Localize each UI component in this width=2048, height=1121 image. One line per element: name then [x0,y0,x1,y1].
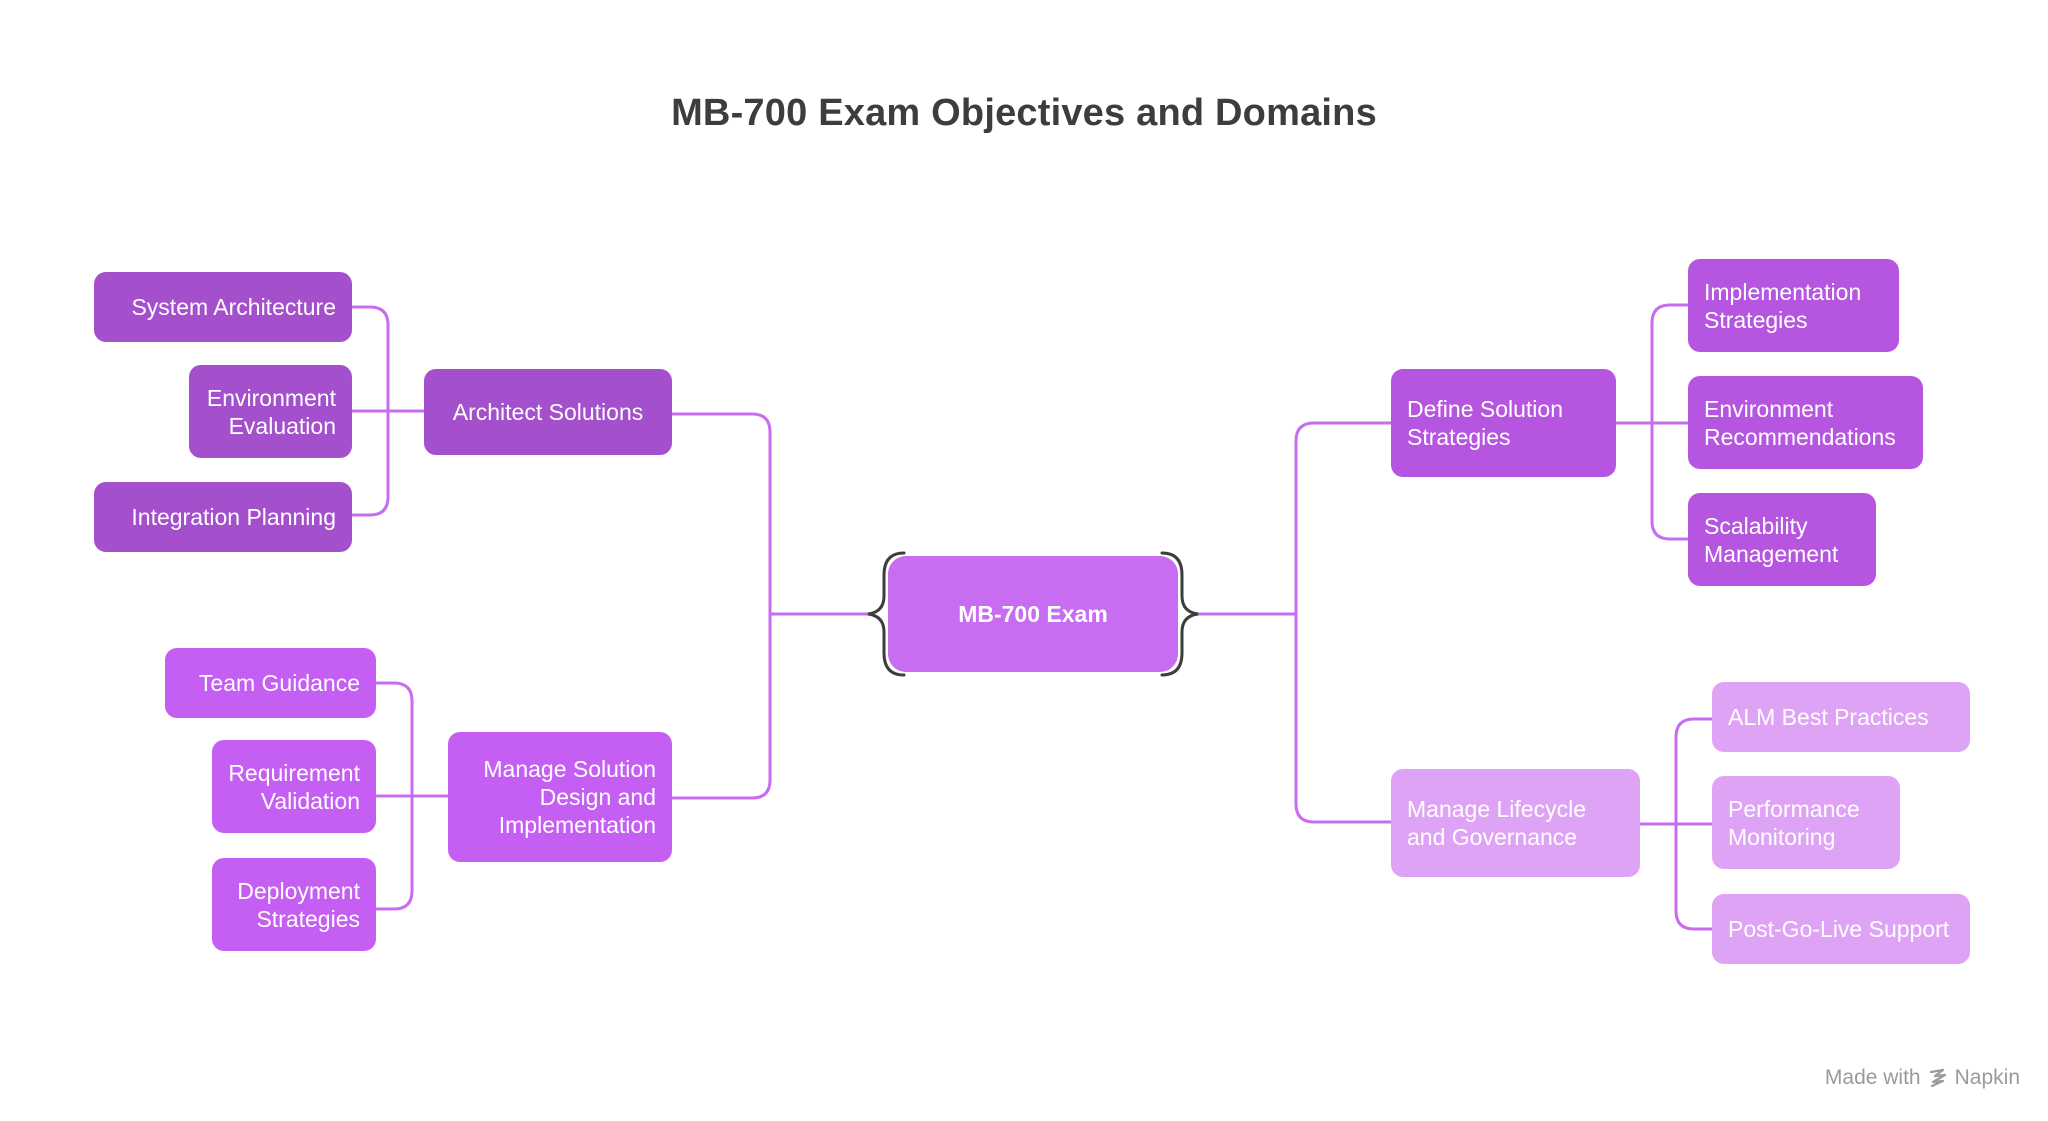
napkin-brand-label: Napkin [1954,1066,2020,1089]
leaf-label: Implementation Strategies [1704,278,1862,333]
connector-left-trunk [670,412,772,800]
branch-label: Define Solution Strategies [1407,396,1563,450]
made-with-label: Made with [1824,1066,1921,1089]
napkin-logo-icon [1929,1068,1946,1088]
leaf-label: Post-Go-Live Support [1728,916,1950,942]
branch-label: Manage Solution Design and Implementatio… [483,756,656,838]
leaf-environment-recommendations: Environment Recommendations [1688,376,1923,469]
leaf-label: Environment Evaluation [206,384,336,439]
bracket-right [1160,551,1199,677]
branch-architect-solutions: Architect Solutions [424,369,672,455]
leaf-integration-planning: Integration Planning [94,482,352,552]
leaf-scalability-management: Scalability Management [1688,493,1876,586]
leaf-label: Environment Recommendations [1704,395,1896,450]
leaf-label: System Architecture [131,294,336,320]
diagram-title: MB-700 Exam Objectives and Domains [671,92,1377,134]
leaf-label: Requirement Validation [228,759,360,814]
connector-right-trunk [1294,421,1393,824]
leaf-post-go-live-support: Post-Go-Live Support [1712,894,1970,964]
leaf-performance-monitoring: Performance Monitoring [1712,776,1900,869]
leaf-label: Performance Monitoring [1728,795,1860,850]
leaf-implementation-strategies: Implementation Strategies [1688,259,1899,352]
branch-label: Architect Solutions [452,399,644,425]
center-node: MB-700 Exam [888,556,1178,672]
branch-label: Manage Lifecycle and Governance [1407,796,1586,850]
leaf-team-guidance: Team Guidance [165,648,376,718]
leaf-environment-evaluation: Environment Evaluation [189,365,352,458]
bracket-left [867,551,906,677]
leaf-alm-best-practices: ALM Best Practices [1712,682,1970,752]
made-with-napkin-badge[interactable]: Made with Napkin [1825,1066,2020,1090]
leaf-requirement-validation: Requirement Validation [212,740,376,833]
branch-manage-solution-design: Manage Solution Design and Implementatio… [448,732,672,862]
branch-manage-lifecycle-governance: Manage Lifecycle and Governance [1391,769,1640,877]
branch-define-solution-strategies: Define Solution Strategies [1391,369,1616,477]
leaf-label: Deployment Strategies [237,877,360,932]
leaf-deployment-strategies: Deployment Strategies [212,858,376,951]
leaf-label: Team Guidance [198,670,360,696]
leaf-label: Scalability Management [1704,512,1839,567]
leaf-system-architecture: System Architecture [94,272,352,342]
leaf-label: ALM Best Practices [1728,704,1929,730]
leaf-label: Integration Planning [131,504,336,530]
